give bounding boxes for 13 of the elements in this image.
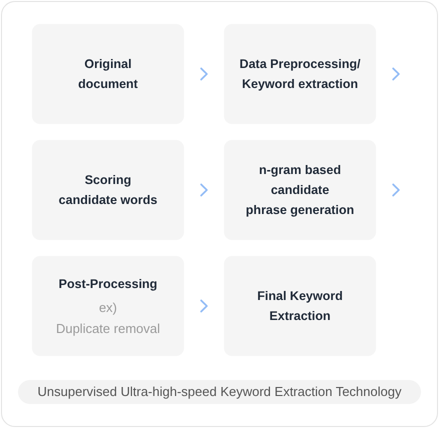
step-title: Post-Processing: [58, 276, 158, 293]
step-title: Final Keyword Extraction: [257, 288, 343, 325]
step-note: ex) Duplicate removal: [56, 298, 160, 338]
step-title: Original document: [78, 56, 138, 93]
chevron-arrow: [200, 300, 208, 312]
step-title: Scoring candidate words: [58, 172, 158, 209]
step-title: n-gram based candidate phrase generation: [246, 162, 354, 219]
chevron-arrow: [200, 68, 208, 80]
chevron-arrow: [392, 68, 400, 80]
caption-pill: Unsupervised Ultra-high-speed Keyword Extraction Technology: [18, 380, 421, 404]
chevron-arrow: [392, 184, 400, 196]
chevron-arrow: [200, 184, 208, 196]
step-title: Data Preprocessing/ Keyword extraction: [240, 56, 360, 93]
